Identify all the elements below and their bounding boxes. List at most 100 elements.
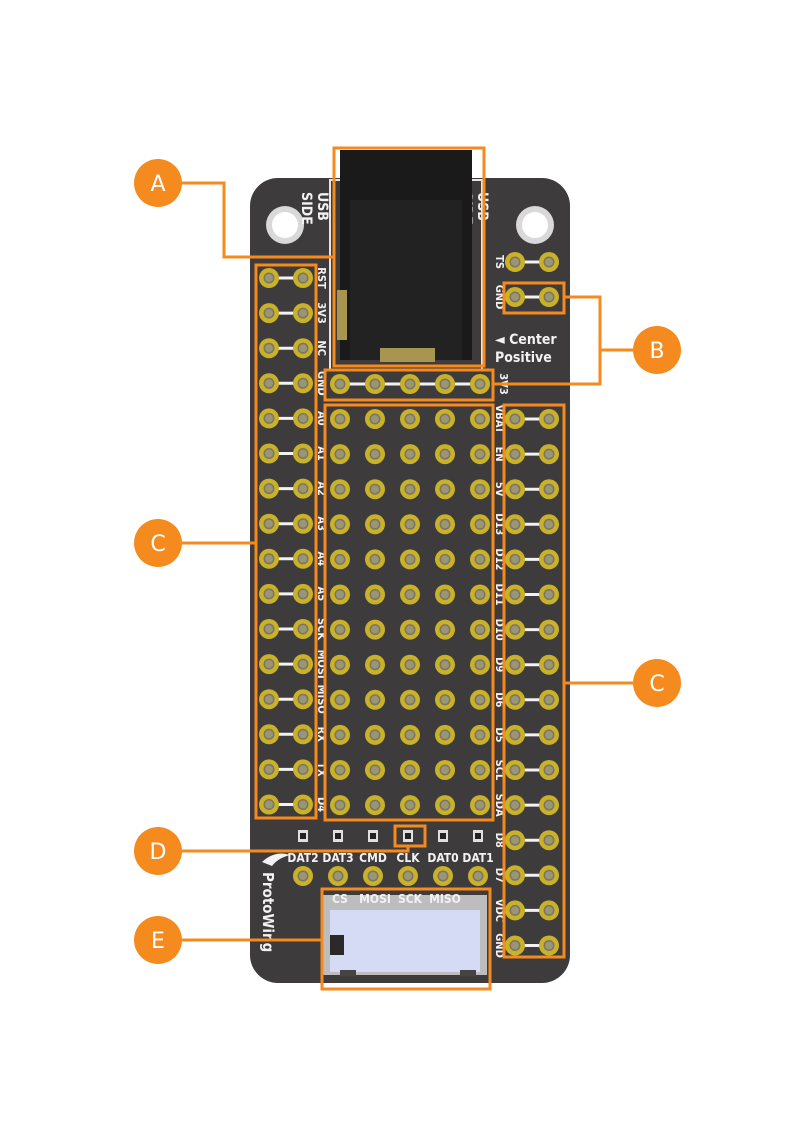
proto-grid-pad [330, 689, 350, 710]
right-header-pad [505, 549, 525, 570]
right-header-pad [505, 830, 525, 851]
proto-grid-pad [435, 444, 455, 465]
right-header-pad [539, 935, 559, 956]
box-grid [323, 403, 495, 822]
proto-grid-pad [400, 444, 420, 465]
proto-grid-pad [470, 760, 490, 780]
proto-grid-pad [470, 479, 490, 500]
svg-text:C: C [649, 672, 664, 697]
proto-grid-pad [330, 724, 350, 745]
proto-grid-pad [435, 654, 455, 675]
left-header-pad [293, 303, 313, 324]
sd-pad [363, 866, 383, 886]
right-header-pad [505, 689, 525, 710]
left-header-pad [293, 654, 313, 675]
callout-d: D [134, 827, 182, 875]
proto-grid-pad [400, 479, 420, 500]
left-header-pad [259, 373, 279, 394]
left-header-pad [259, 724, 279, 745]
mounting-hole-right [516, 206, 554, 244]
sd-label: CLK [396, 851, 420, 865]
left-header-pad [293, 268, 313, 288]
sd-pad [293, 866, 313, 886]
proto-grid-pad [330, 760, 350, 780]
left-header-pad [259, 689, 279, 710]
sd-pad [433, 866, 453, 886]
svg-text:B: B [649, 339, 664, 364]
sd-pad [328, 866, 348, 886]
right-header-pad [505, 584, 525, 605]
right-header-pad [505, 514, 525, 535]
proto-grid-pad [470, 549, 490, 570]
proto-grid-pad [470, 689, 490, 710]
right-header-pad [539, 584, 559, 605]
left-header-pad [259, 478, 279, 499]
right-header-pad [539, 689, 559, 710]
proto-grid-pad [470, 444, 490, 465]
proto-grid-pad [400, 619, 420, 640]
top-right-pad [505, 287, 525, 307]
pcb-board [250, 178, 570, 983]
left-header-pad [259, 303, 279, 324]
right-header-pad [539, 865, 559, 886]
left-header-pad [293, 373, 313, 394]
top-right-label: TS [493, 255, 506, 269]
proto-grid-pad [365, 724, 385, 745]
proto-grid-pad [400, 724, 420, 745]
box-c-right [502, 403, 566, 959]
left-header-pad [259, 408, 279, 429]
proto-grid-pad [330, 795, 350, 816]
proto-grid-pad [365, 549, 385, 570]
right-header-pad [539, 830, 559, 851]
callout-a: A [134, 159, 182, 207]
proto-grid-pad [365, 584, 385, 605]
box-d [393, 824, 427, 848]
right-header-pad [505, 724, 525, 745]
right-header-pad [505, 935, 525, 956]
proto-grid-pad [435, 760, 455, 780]
proto-grid-pad [400, 549, 420, 570]
svg-text:C: C [150, 532, 165, 557]
proto-grid-pad [470, 724, 490, 745]
smd-pad-center [405, 833, 411, 839]
proto-grid-pad [470, 619, 490, 640]
right-header-pad [539, 479, 559, 500]
proto-grid-pad [365, 409, 385, 429]
smd-components [298, 830, 483, 842]
right-header-pad [505, 865, 525, 886]
proto-grid-pad [330, 584, 350, 605]
proto-grid-pad [400, 760, 420, 780]
right-header-pad [505, 795, 525, 816]
right-header-pad [505, 409, 525, 429]
smd-pad-center [300, 833, 306, 839]
sd-label: DAT0 [427, 851, 458, 865]
left-header-pad [293, 513, 313, 534]
top-right-pad [539, 252, 559, 272]
left-header-pad [293, 478, 313, 499]
brand-label: ProtoWing [259, 872, 277, 952]
left-header-pad [293, 338, 313, 359]
right-header-pad [505, 900, 525, 921]
proto-grid-pad [435, 724, 455, 745]
rail-pad [435, 374, 455, 394]
smd-pad-center [370, 833, 376, 839]
sd-pad [468, 866, 488, 886]
svg-text:D: D [150, 840, 167, 865]
svg-text:A: A [150, 172, 165, 197]
left-header-pad [259, 583, 279, 604]
right-header-pad [539, 409, 559, 429]
sd-pad [398, 866, 418, 886]
left-header-pad [259, 268, 279, 288]
right-header-pad [539, 514, 559, 535]
center-positive-line1: ◄ Center [495, 332, 557, 348]
sd-label: DAT1 [462, 851, 493, 865]
right-header-pad [505, 760, 525, 780]
sd-label: CMD [359, 851, 387, 865]
microsd-slot [322, 895, 487, 976]
proto-grid-pad [435, 619, 455, 640]
top-right-pad [505, 252, 525, 272]
proto-grid-pad [400, 409, 420, 429]
callout-c-left: C [134, 519, 182, 567]
proto-grid-pad [400, 514, 420, 535]
